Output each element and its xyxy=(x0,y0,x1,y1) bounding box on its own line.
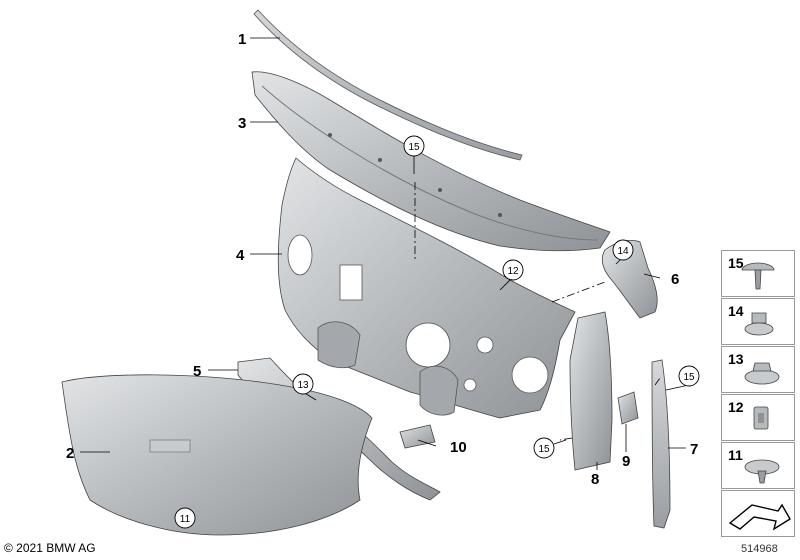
ring-callout-14: 14 xyxy=(612,239,634,261)
callout-10: 10 xyxy=(450,439,467,456)
legend-label-15: 15 xyxy=(728,255,744,271)
legend-item-14: 14 xyxy=(721,298,795,345)
callout-9: 9 xyxy=(622,453,630,470)
part-3-cowl-cover xyxy=(251,71,611,252)
ring-callout-12: 12 xyxy=(502,259,524,281)
part-8-insulation-panel xyxy=(569,311,613,471)
expanding-rivet-icon xyxy=(744,459,780,484)
svg-text:13: 13 xyxy=(297,380,309,391)
part-7-trim-strip xyxy=(651,359,671,529)
copyright-text: © 2021 BMW AG xyxy=(4,541,96,555)
callout-1: 1 xyxy=(238,31,246,48)
callout-6: 6 xyxy=(671,271,679,288)
callout-leaders xyxy=(80,37,690,528)
push-rivet-icon xyxy=(741,262,775,290)
ring-callout-11: 11 xyxy=(174,507,196,529)
legend-item-15: 15 xyxy=(721,250,795,297)
ring-callout-15-top: 15 xyxy=(403,135,425,157)
spring-nut-icon xyxy=(744,312,774,336)
svg-text:11: 11 xyxy=(180,514,191,525)
svg-text:15: 15 xyxy=(408,142,420,153)
diagram-id: 514968 xyxy=(741,543,778,555)
clip-nut-icon xyxy=(753,406,769,430)
part-9-cap xyxy=(617,391,639,425)
part-1-seal-strip xyxy=(253,9,523,161)
legend-label-13: 13 xyxy=(728,351,744,367)
legend-item-12: 12 xyxy=(721,394,795,441)
legend-label-11: 11 xyxy=(728,447,743,463)
callout-7: 7 xyxy=(690,441,698,458)
callout-5: 5 xyxy=(193,363,201,380)
svg-text:15: 15 xyxy=(683,372,695,383)
legend-item-11: 11 xyxy=(721,442,795,489)
svg-text:15: 15 xyxy=(538,444,550,455)
assembly-lines xyxy=(414,182,661,441)
callout-2: 2 xyxy=(66,445,74,462)
callout-3: 3 xyxy=(238,115,246,132)
part-4-bulkhead-panel xyxy=(277,157,576,419)
ring-callout-15-right: 15 xyxy=(678,365,700,387)
legend-label-14: 14 xyxy=(728,303,744,319)
callout-8: 8 xyxy=(591,471,599,488)
callout-4: 4 xyxy=(236,247,245,264)
part-10-clip xyxy=(399,424,436,449)
ring-callout-15-left: 15 xyxy=(533,437,555,459)
part-2-underbody-shield xyxy=(61,374,373,536)
svg-text:14: 14 xyxy=(617,246,629,257)
svg-text:12: 12 xyxy=(507,266,519,277)
legend-direction-box xyxy=(721,490,795,537)
ring-callout-13: 13 xyxy=(292,373,314,395)
legend-label-12: 12 xyxy=(728,399,744,415)
hex-nut-icon xyxy=(744,362,780,385)
legend-item-13: 13 xyxy=(721,346,795,393)
part-6-bracket xyxy=(601,240,658,319)
direction-arrow-icon xyxy=(728,503,791,531)
